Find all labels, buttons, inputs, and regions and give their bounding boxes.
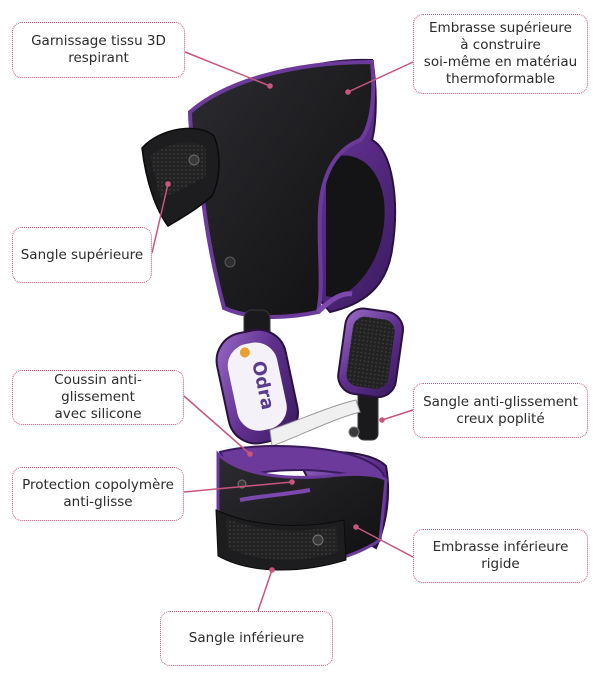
knee-brace-illustration: Odra xyxy=(141,58,404,571)
callout-garnissage: Garnissage tissu 3D respirant xyxy=(12,22,185,78)
leader-coussin xyxy=(183,395,251,455)
upper-cuff-front-shell xyxy=(187,59,376,319)
upper-cuff-inner-liner xyxy=(326,155,385,298)
leader-sangle-anti xyxy=(381,409,414,421)
lower-cuff-purple-band xyxy=(239,488,311,502)
callout-coussin-anti-glissement: Coussin anti-glissement avec silicone xyxy=(12,370,184,425)
lower-strap-velcro xyxy=(226,518,338,560)
callout-sangle-anti-glissement: Sangle anti-glissement creux poplité xyxy=(413,383,588,438)
upper-cuff-purple-rim xyxy=(316,291,353,314)
callout-embrasse-superieure: Embrasse supérieure à construire soi-mêm… xyxy=(413,14,588,94)
hinge-rivet xyxy=(348,426,360,438)
leader-garnissage xyxy=(184,51,271,87)
leader-embrasse-superieure xyxy=(347,61,414,93)
callout-protection-copolymere: Protection copolymère anti-glisse xyxy=(12,467,184,521)
leader-lines xyxy=(151,51,414,612)
brand-logo-dot xyxy=(239,347,250,358)
lower-strap-rivet xyxy=(312,534,324,546)
hinge-pad-front: Odra xyxy=(215,328,299,445)
callout-embrasse-inferieure: Embrasse inférieure rigide xyxy=(413,529,588,583)
leader-sangle-superieure xyxy=(151,183,169,254)
upper-cuff-rivet xyxy=(224,256,236,268)
leader-embrasse-inferieure xyxy=(355,526,414,558)
leader-protection xyxy=(183,481,293,493)
hinge-pad-back xyxy=(337,307,404,399)
callout-sangle-inferieure: Sangle inférieure xyxy=(160,611,333,666)
leader-sangle-inferieure xyxy=(257,569,273,612)
upper-strap-rivet xyxy=(188,154,200,166)
callout-sangle-superieure: Sangle supérieure xyxy=(12,227,152,283)
popliteal-strap xyxy=(269,399,361,447)
